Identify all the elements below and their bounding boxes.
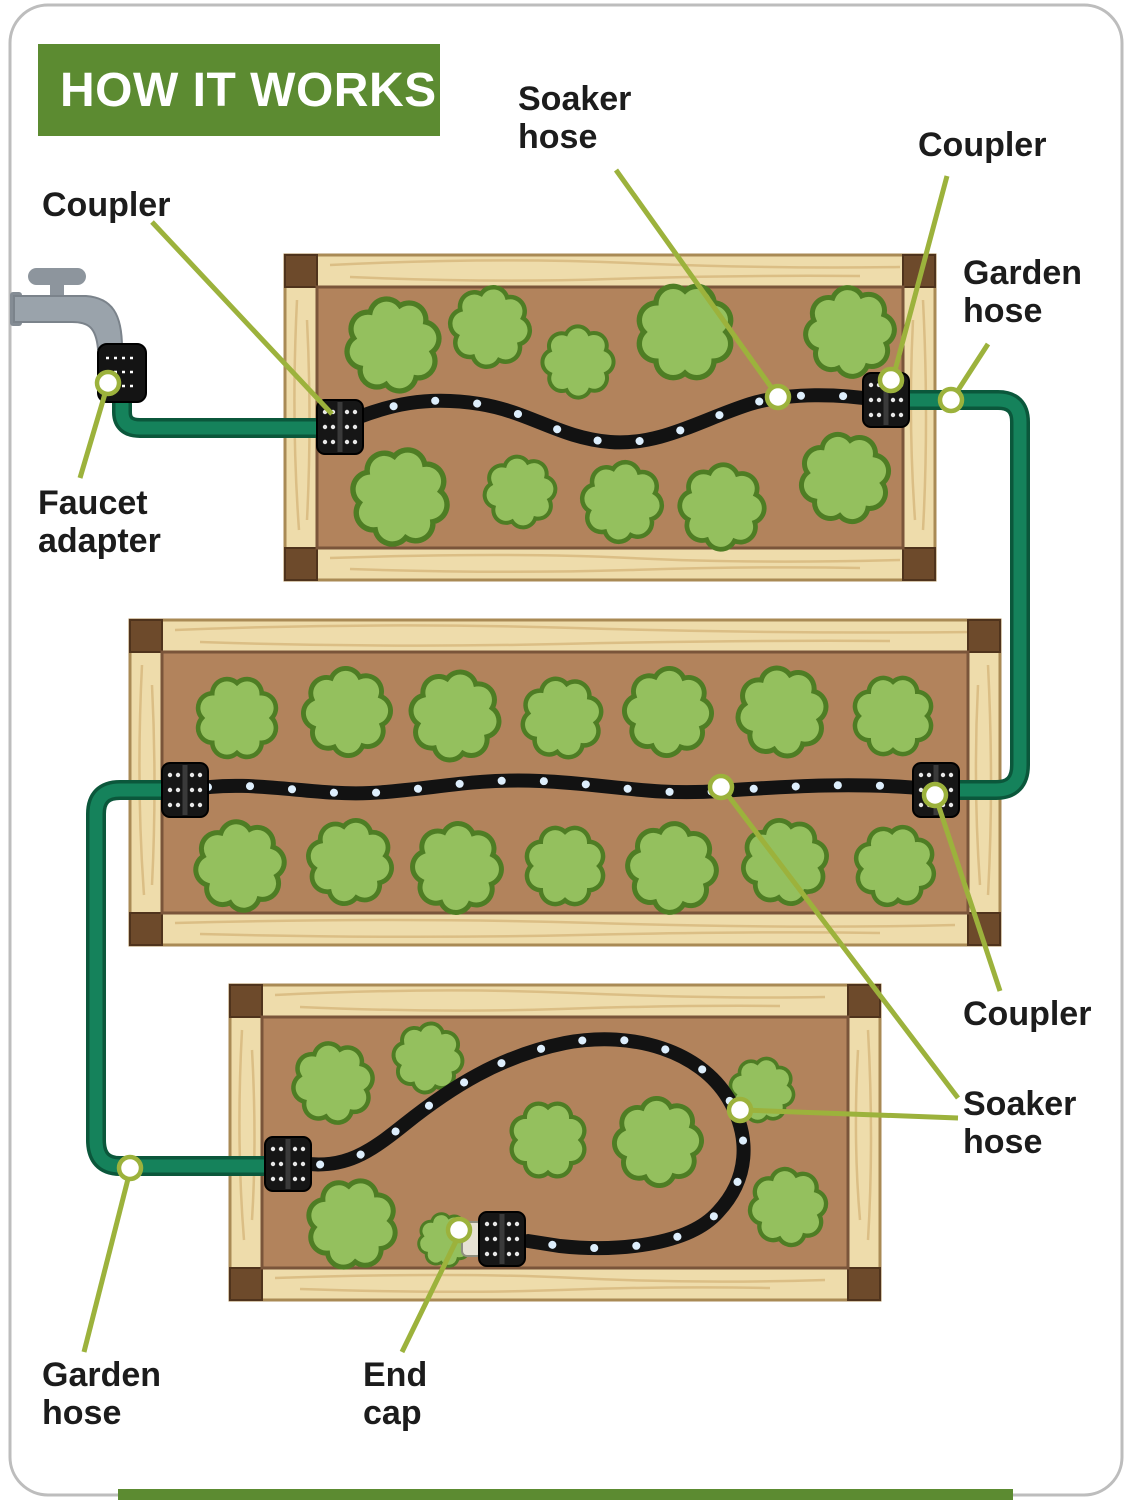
leader-coupler-top-right: [890, 175, 950, 379]
label-soaker-hose-top: Soaker hose: [518, 80, 632, 157]
leader-soaker-right-b: [742, 1107, 959, 1121]
leader-soaker-top: [613, 168, 779, 396]
soaker-hose-middle-bed: [181, 773, 937, 801]
leader-coupler-mid-right: [933, 797, 1003, 992]
label-coupler-mid-right: Coupler: [963, 995, 1092, 1033]
leader-lines: [77, 168, 1003, 1354]
label-soaker-hose-right: Soaker hose: [963, 1085, 1077, 1162]
marker-dot: [707, 773, 735, 801]
coupler-icon: [265, 1137, 311, 1191]
marker-dot: [445, 1216, 473, 1244]
leader-garden-hose-bottom: [81, 1170, 133, 1353]
leader-coupler-top-left: [150, 220, 334, 416]
marker-dot: [877, 366, 905, 394]
marker-dot: [726, 1096, 754, 1124]
bottom-green-strip: [118, 1489, 1013, 1500]
leader-garden-hose-right: [950, 342, 991, 400]
label-garden-hose-right: Garden hose: [963, 254, 1083, 331]
garden-hose: [86, 388, 1030, 1176]
label-end-cap: End cap: [363, 1356, 428, 1433]
title-banner: HOW IT WORKS: [38, 44, 440, 136]
leader-markers: [94, 366, 965, 1244]
leader-end-cap: [399, 1231, 463, 1354]
raised-bed-bottom: [228, 983, 882, 1302]
marker-dot: [116, 1154, 144, 1182]
marker-dot: [94, 369, 122, 397]
soaker-hose-bottom-bed: [293, 1032, 751, 1256]
marker-dot: [921, 781, 949, 809]
page-title: HOW IT WORKS: [60, 63, 437, 117]
marker-dot: [937, 386, 965, 414]
coupler-icon: [162, 763, 208, 817]
label-faucet-adapter: Faucet adapter: [38, 484, 161, 561]
leader-soaker-right-a: [722, 788, 960, 1100]
marker-dot: [764, 383, 792, 411]
label-coupler-top-right: Coupler: [918, 126, 1047, 164]
leader-faucet-adapter: [77, 386, 110, 479]
label-garden-hose-bottom: Garden hose: [42, 1356, 162, 1433]
label-coupler-top-left: Coupler: [42, 186, 171, 224]
raised-bed-top: [283, 253, 937, 582]
